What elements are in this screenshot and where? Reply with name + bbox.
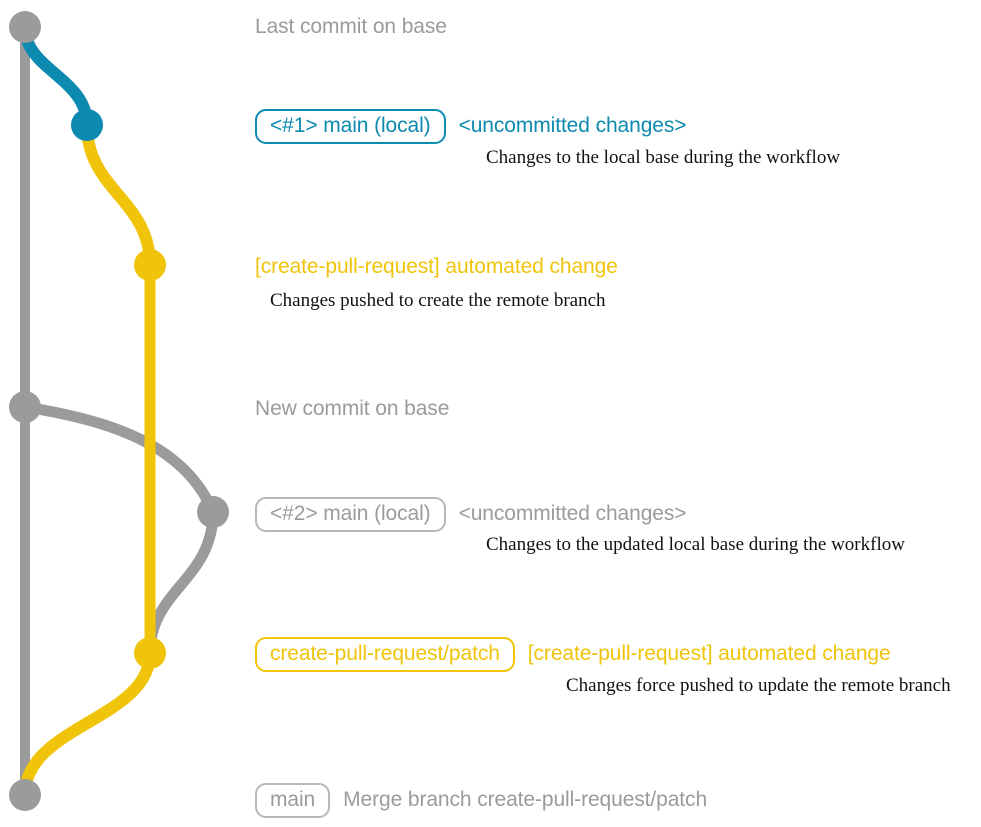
edge-patch-to-merge xyxy=(19,647,156,801)
commit-subject-local-1: <uncommitted changes> xyxy=(458,114,687,137)
commit-subject-merge: Merge branch create-pull-request/patch xyxy=(343,788,708,811)
commit-row-local-2: <#2> main (local) <uncommitted changes> xyxy=(255,497,687,532)
commit-row-local-1: <#1> main (local) <uncommitted changes> xyxy=(255,109,687,144)
commit-row-patch-1: [create-pull-request] automated change xyxy=(255,256,618,277)
commit-subject-patch-2: [create-pull-request] automated change xyxy=(527,642,891,665)
ref-pill-main[interactable]: main xyxy=(255,783,331,818)
commit-subject-base-new: New commit on base xyxy=(255,397,450,420)
commit-node-local-1[interactable] xyxy=(71,109,103,141)
commit-subject-base-last: Last commit on base xyxy=(255,15,447,38)
commit-node-merge[interactable] xyxy=(9,779,41,811)
commit-note-patch-1: Changes pushed to create the remote bran… xyxy=(270,290,606,311)
commit-node-patch-1[interactable] xyxy=(134,249,166,281)
ref-pill-create-pull-request-patch[interactable]: create-pull-request/patch xyxy=(255,637,515,672)
commit-subject-patch-1: [create-pull-request] automated change xyxy=(255,255,618,278)
commit-node-local-2[interactable] xyxy=(197,496,229,528)
commit-subject-local-2: <uncommitted changes> xyxy=(458,502,687,525)
ref-pill-main-local-1[interactable]: <#1> main (local) xyxy=(255,109,446,144)
commit-node-base-last[interactable] xyxy=(9,11,41,43)
commit-row-patch-2: create-pull-request/patch [create-pull-r… xyxy=(255,637,891,672)
commit-node-base-new[interactable] xyxy=(9,391,41,423)
commit-row-merge: main Merge branch create-pull-request/pa… xyxy=(255,783,707,818)
ref-pill-main-local-2[interactable]: <#2> main (local) xyxy=(255,497,446,532)
edge-base-to-fork xyxy=(19,401,219,518)
commit-note-local-1: Changes to the local base during the wor… xyxy=(486,147,841,168)
commit-note-patch-2: Changes force pushed to update the remot… xyxy=(566,675,951,696)
edge-local-to-patch xyxy=(81,119,156,271)
commit-node-patch-2[interactable] xyxy=(134,637,166,669)
commit-note-local-2: Changes to the updated local base during… xyxy=(486,534,905,555)
